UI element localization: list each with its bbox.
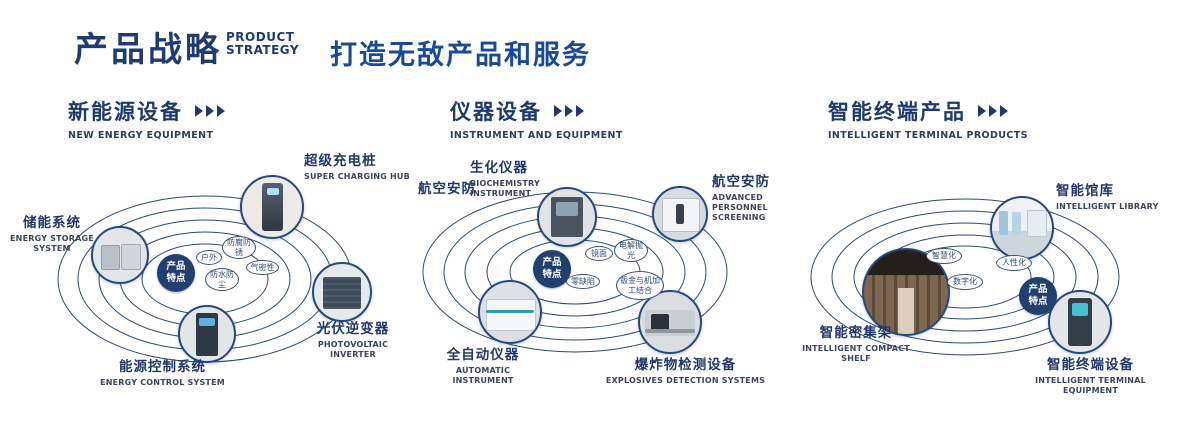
equipment-shape (644, 329, 696, 333)
product-name-cn: 智能终端设备 (1047, 357, 1134, 373)
feature-bubble: 防腐防锈 (222, 236, 256, 259)
page-title-en-line1: PRODUCT (226, 30, 295, 44)
photovoltaic-inverter-label: 光伏逆变器 PHOTOVOLTAIC INVERTER (294, 321, 412, 360)
equipment-shape (322, 277, 362, 309)
feature-bubble: 户外 (196, 250, 222, 265)
product-name-en: ENERGY CONTROL SYSTEM (100, 377, 225, 387)
equipment-shape (486, 298, 536, 331)
equipment-shape (555, 202, 579, 216)
product-name-cn: 生化仪器 (470, 160, 528, 176)
product-name-en: BIOCHEMISTRY INSTRUMENT (470, 178, 540, 198)
aviation-security-side-label: 航空安防 (418, 181, 476, 197)
equipment-shape (1026, 210, 1047, 238)
feature-bubble: 气密性 (246, 260, 279, 275)
section-title-en: INSTRUMENT AND EQUIPMENT (450, 130, 623, 141)
super-charging-hub-label: 超级充电桩 SUPER CHARGING HUB (304, 153, 424, 182)
personnel-screening-photo (652, 186, 708, 242)
personnel-screening-label: 航空安防 ADVANCED PERSONNEL SCREENING (712, 174, 817, 224)
intelligent-terminal-photo (1048, 290, 1112, 354)
feature-bubble: 智慧化 (926, 248, 962, 264)
product-name-en: ADVANCED PERSONNEL SCREENING (712, 192, 768, 223)
section-title: 智能终端产品 (828, 100, 966, 124)
intelligent-compact-shelf-photo (862, 248, 950, 336)
equipment-shape (199, 317, 215, 327)
energy-control-system-label: 能源控制系统 ENERGY CONTROL SYSTEM (80, 359, 245, 388)
equipment-shape (262, 183, 283, 231)
automatic-instrument-label: 全自动仪器 AUTOMATIC INSTRUMENT (428, 347, 538, 386)
product-name-cn: 智能馆库 (1056, 183, 1114, 199)
product-features-badge: 产品特点 (533, 250, 571, 288)
explosives-detection-label: 爆炸物检测设备 EXPLOSIVES DETECTION SYSTEMS (598, 357, 773, 386)
product-name-en: AUTOMATIC INSTRUMENT (452, 365, 514, 385)
badge-text: 产品特点 (166, 261, 186, 284)
page-title: 产品战略 (74, 30, 222, 70)
product-name-en: INTELLIGENT LIBRARY (1056, 201, 1159, 211)
equipment-shape (121, 244, 142, 270)
product-name-en: PHOTOVOLTAIC INVERTER (317, 339, 389, 359)
orbit-rings (810, 198, 1120, 356)
equipment-shape (999, 211, 1008, 236)
product-name-en: INTELLIGENT TERMINAL EQUIPMENT (1035, 375, 1146, 395)
section-header-new-energy: 新能源设备 NEW ENERGY EQUIPMENT (68, 96, 229, 141)
feature-bubble: 人性化 (996, 255, 1032, 271)
super-charging-hub-photo (240, 175, 304, 239)
equipment-shape (1012, 212, 1021, 236)
intelligent-terminal-label: 智能终端设备 INTELLIGENT TERMINAL EQUIPMENT (1008, 357, 1173, 396)
section-title: 仪器设备 (450, 100, 542, 124)
feature-bubble: 电解抛光 (614, 239, 648, 262)
product-name-cn: 全自动仪器 (446, 347, 520, 363)
orbit-rings (422, 191, 728, 353)
equipment-shape (675, 203, 685, 225)
product-name-en: EXPLOSIVES DETECTION SYSTEMS (605, 375, 766, 385)
energy-control-system-photo (178, 305, 236, 363)
biochemistry-instrument-photo (537, 187, 597, 247)
product-features-badge: 产品特点 (157, 254, 195, 292)
section-title: 新能源设备 (68, 100, 183, 124)
equipment-shape (1071, 302, 1089, 316)
product-name-en: SUPER CHARGING HUB (304, 171, 410, 181)
product-name-cn: 航空安防 (712, 174, 770, 190)
product-name-cn: 光伏逆变器 (316, 321, 390, 337)
equipment-shape (266, 187, 279, 195)
intelligent-library-photo (990, 196, 1054, 260)
feature-bubble: 零缺陷 (566, 274, 600, 289)
triple-arrow-icon (554, 105, 584, 117)
equipment-shape (650, 313, 669, 332)
equipment-shape (100, 245, 120, 270)
feature-bubble: 镜面 (585, 246, 613, 261)
product-features-badge: 产品特点 (1019, 277, 1057, 315)
page-title-en-line2: STRATEGY (226, 43, 300, 57)
intelligent-compact-shelf-label: 智能密集架 INTELLIGENT COMPACT SHELF (797, 325, 915, 364)
photovoltaic-inverter-photo (312, 262, 372, 322)
energy-storage-label: 储能系统 ENERGY STORAGE SYSTEM (8, 215, 96, 254)
badge-text: 产品特点 (1028, 284, 1048, 307)
triple-arrow-icon (195, 105, 225, 117)
explosives-detection-photo (638, 290, 702, 354)
product-name-cn: 储能系统 (23, 215, 81, 231)
biochemistry-instrument-label: 生化仪器 BIOCHEMISTRY INSTRUMENT (470, 160, 570, 199)
product-name-cn: 爆炸物检测设备 (634, 357, 737, 373)
page-subtitle: 打造无敌产品和服务 (330, 40, 591, 71)
product-name-en: INTELLIGENT COMPACT SHELF (802, 343, 910, 363)
product-name-cn: 超级充电桩 (304, 153, 377, 169)
triple-arrow-icon (978, 105, 1008, 117)
badge-text: 产品特点 (542, 257, 562, 280)
section-header-instrument: 仪器设备 INSTRUMENT AND EQUIPMENT (450, 96, 623, 141)
product-name-en: ENERGY STORAGE SYSTEM (10, 233, 94, 253)
section-title-en: NEW ENERGY EQUIPMENT (68, 130, 214, 141)
section-title-en: INTELLIGENT TERMINAL PRODUCTS (828, 130, 1028, 141)
energy-storage-photo (91, 226, 149, 284)
feature-bubble: 防水防尘 (205, 268, 239, 291)
product-name-cn: 能源控制系统 (119, 359, 206, 375)
section-header-intelligent-terminal: 智能终端产品 INTELLIGENT TERMINAL PRODUCTS (828, 96, 1028, 141)
equipment-shape (897, 287, 915, 334)
automatic-instrument-photo (478, 280, 542, 344)
product-name-cn: 智能密集架 (819, 325, 893, 341)
feature-bubble: 数字化 (947, 274, 983, 290)
page-title-en: PRODUCT STRATEGY (226, 31, 299, 57)
equipment-shape (486, 309, 534, 314)
feature-bubble: 钣金与机加工结合 (616, 271, 664, 300)
intelligent-library-label: 智能馆库 INTELLIGENT LIBRARY (1056, 183, 1166, 212)
